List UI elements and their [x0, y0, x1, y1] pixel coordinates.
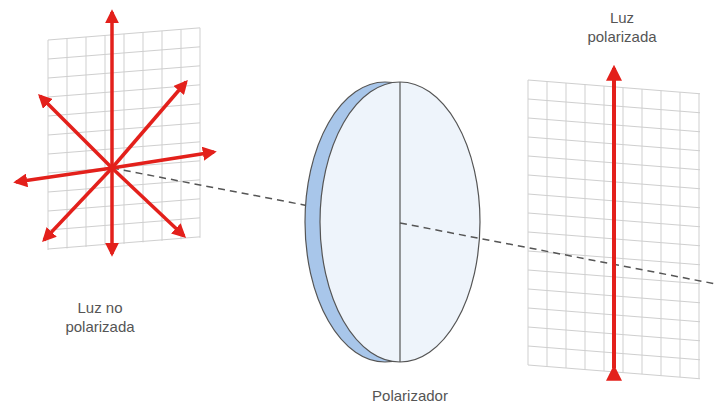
- polarized-arrow: [612, 68, 616, 368]
- grid-line: [162, 31, 163, 241]
- grid-line: [48, 66, 200, 78]
- polarization-arrow: [40, 96, 112, 168]
- polarization-arrow: [44, 168, 112, 240]
- polarization-arrow: [16, 168, 112, 182]
- text-label: Luz polarizada: [576, 9, 668, 47]
- grid-line: [680, 92, 681, 377]
- grid-line: [528, 80, 529, 365]
- text-label: Polarizador: [335, 387, 485, 406]
- polarization-arrow: [112, 168, 184, 236]
- grid-line: [200, 28, 201, 238]
- light-ray: [112, 168, 330, 210]
- grid-line: [547, 82, 548, 367]
- grid-line: [48, 40, 49, 250]
- grid-line: [642, 89, 643, 374]
- polarization-arrow: [110, 12, 114, 168]
- polarization-arrow: [112, 82, 186, 168]
- grid-line: [181, 29, 182, 239]
- grid-line: [623, 88, 624, 373]
- grid-line: [566, 83, 567, 368]
- grid-line: [48, 47, 200, 59]
- grid-line: [604, 86, 605, 371]
- grid-line: [124, 34, 125, 244]
- polarizer-face: [320, 82, 480, 362]
- polarizer-axis: [399, 82, 400, 362]
- grid-line: [48, 237, 200, 249]
- light-ray: [400, 223, 716, 284]
- grid-line: [661, 91, 662, 376]
- grid-line: [699, 94, 700, 379]
- polarization-arrow: [112, 152, 214, 168]
- grid-line: [48, 104, 200, 116]
- grid-line: [105, 35, 106, 245]
- grid-line: [143, 32, 144, 242]
- unpolarized-arrows: [16, 12, 214, 254]
- polarization-arrow: [110, 168, 114, 254]
- left-grid: [48, 28, 200, 250]
- text-label: Luz no polarizada: [50, 299, 150, 337]
- grid-line: [48, 28, 200, 40]
- grid-line: [585, 85, 586, 370]
